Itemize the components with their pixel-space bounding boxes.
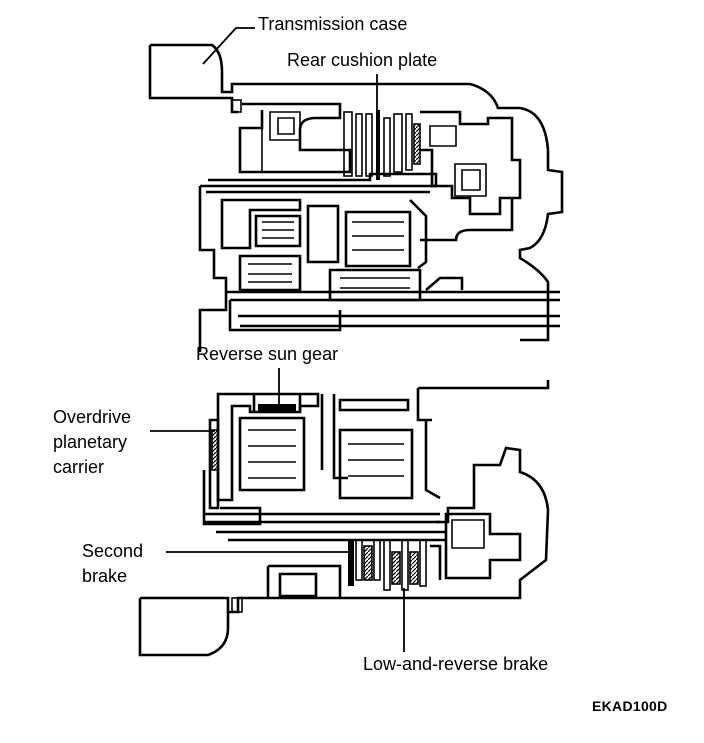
reverse-sun-gear-assembly <box>216 392 320 502</box>
upper-case-outline <box>150 43 564 342</box>
lower-case-bolt <box>231 597 243 613</box>
upper-case-bolt <box>231 99 242 113</box>
lower-left-retainer <box>266 564 342 598</box>
rear-cushion-plate-pack <box>343 110 421 180</box>
upper-hub <box>198 186 228 352</box>
upper-planetary-gears <box>220 198 428 302</box>
upper-retainer-right <box>454 163 487 197</box>
lower-transmission-section <box>138 380 550 657</box>
figure-code: EKAD100D <box>592 698 668 714</box>
label-second-brake-line1: Second <box>82 541 144 561</box>
lower-right-retainer <box>444 512 522 580</box>
leader-transmission-case <box>202 27 255 65</box>
upper-case-outline-left <box>148 45 238 114</box>
upper-main-shaft <box>226 290 560 328</box>
upper-transmission-section <box>148 43 564 352</box>
upper-housing-band <box>238 102 352 174</box>
upper-retainer <box>269 111 301 141</box>
label-reverse-sun-gear: Reverse sun gear <box>196 344 339 364</box>
overdrive-planetary-carrier <box>202 418 262 526</box>
lower-main-shaft <box>204 512 446 542</box>
upper-right-housing <box>420 110 522 216</box>
label-second-brake-line2: brake <box>82 566 128 586</box>
label-overdrive-line3: carrier <box>53 457 105 477</box>
label-overdrive-line2: planetary <box>53 432 128 452</box>
lower-middle-planetary <box>320 380 550 500</box>
lower-case-outline <box>140 446 550 614</box>
label-low-and-reverse-brake: Low-and-reverse brake <box>363 654 549 674</box>
label-transmission-case: Transmission case <box>258 14 408 34</box>
label-overdrive-line1: Overdrive <box>53 407 132 427</box>
second-brake-pack <box>348 539 381 586</box>
low-and-reverse-brake-pack <box>383 539 427 591</box>
label-rear-cushion-plate: Rear cushion plate <box>287 50 438 70</box>
